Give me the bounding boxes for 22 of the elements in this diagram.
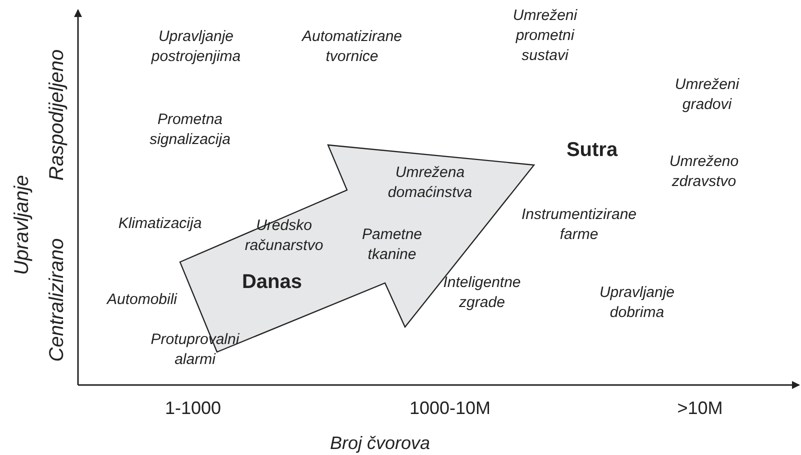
- era-label: Danas: [242, 272, 302, 292]
- item-label: Automobili: [106, 290, 178, 310]
- axis-title: Raspodijeljeno: [47, 49, 67, 181]
- item-label: Inteligentne zgrade: [443, 273, 521, 313]
- era-label: Sutra: [566, 140, 618, 160]
- item-label: Automatizirane tvornice: [302, 27, 402, 67]
- item-label: Umreženo zdravstvo: [669, 152, 739, 192]
- item-label: Umreženi gradovi: [674, 75, 740, 115]
- item-label: Umreženi prometni sustavi: [512, 6, 578, 66]
- item-label: Umrežena domaćinstva: [388, 163, 472, 203]
- item-label: Instrumentizirane farme: [521, 205, 637, 245]
- item-label: Pametne tkanine: [362, 225, 422, 265]
- tick-label: >10M: [677, 398, 723, 418]
- axis-title: Centralizirano: [47, 238, 67, 362]
- axis-title: Upravljanje: [12, 174, 32, 276]
- item-label: Klimatizacija: [118, 214, 202, 234]
- item-label: Upravljanje postrojenjima: [151, 27, 241, 67]
- tick-label: 1000-10M: [409, 398, 491, 418]
- axis-title: Broj čvorova: [330, 433, 430, 453]
- item-label: Prometna signalizacija: [150, 110, 230, 150]
- tick-label: 1-1000: [164, 398, 222, 418]
- item-label: Upravljanje dobrima: [599, 283, 675, 323]
